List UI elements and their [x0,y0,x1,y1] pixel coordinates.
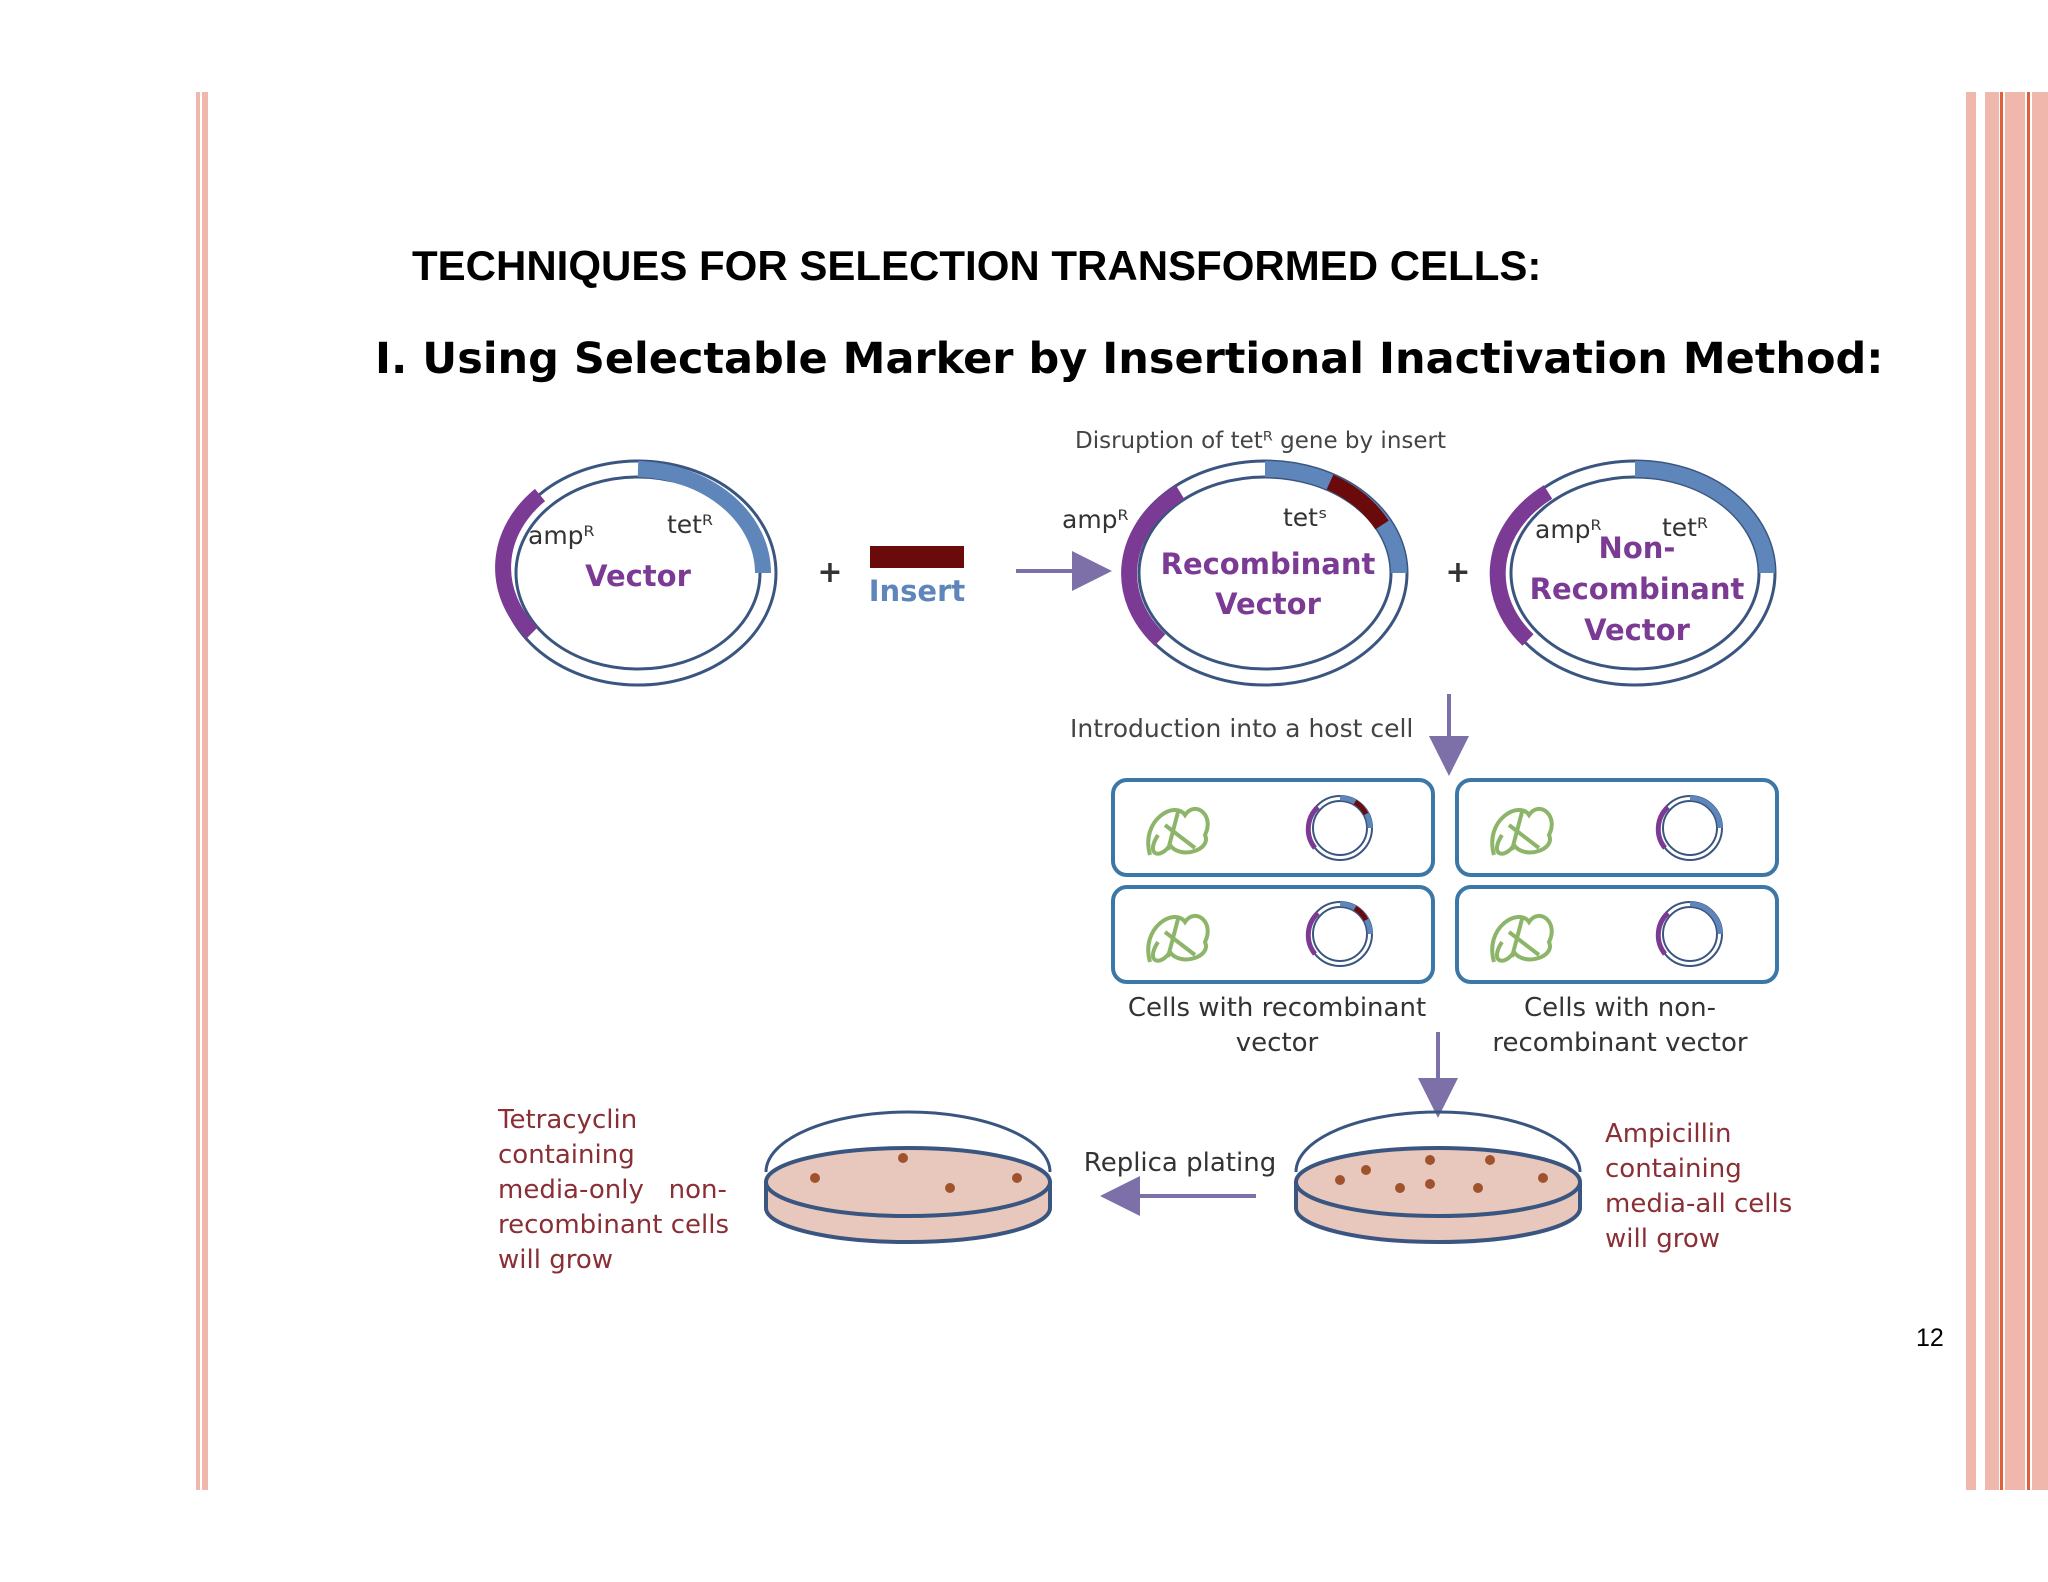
slide-title: TECHNIQUES FOR SELECTION TRANSFORMED CEL… [412,242,1542,289]
ampicillin-line-4: will grow [1605,1224,1720,1254]
tetracyclin-description: Tetracyclin containing media-only non- r… [497,1105,729,1275]
recombinant-label-line2: Vector [1215,587,1322,621]
plus-sign-1: + [817,555,842,590]
right-border-bar-4 [2005,92,2025,1490]
colony [945,1183,955,1193]
non-recombinant-label-line2: Recombinant [1530,572,1745,606]
recombinant-insert-segment [1326,474,1389,530]
right-border-bar-2 [1985,92,1999,1490]
cells-recombinant-label-line1: Cells with recombinant [1128,993,1426,1023]
recombinant-amp-label: ampᴿ [1062,505,1129,534]
colony [810,1173,820,1183]
colony [1425,1179,1435,1189]
insert-label: Insert [869,574,966,608]
tetracyclin-line-4: recombinant cells [498,1210,729,1240]
colony [1425,1155,1435,1165]
disruption-label: Disruption of tetᴿ gene by insert [1075,428,1446,454]
colony [1395,1183,1405,1193]
introduction-label: Introduction into a host cell [1070,714,1413,743]
tetracyclin-line-3: media-only non- [498,1175,727,1205]
host-cell-non-recombinant-2 [1455,885,1779,984]
host-cell-recombinant-1 [1111,778,1435,877]
vector-plasmid: ampᴿ tetᴿ Vector [495,459,778,687]
colony [1473,1183,1483,1193]
insert-fragment: Insert [869,546,966,608]
non-recombinant-tet-label: tetᴿ [1662,513,1708,542]
non-recombinant-tet-segment [1634,461,1775,574]
cells-recombinant-label-line2: vector [1236,1028,1319,1058]
vector-label: Vector [585,559,692,593]
non-recombinant-vector-plasmid: ampᴿ tetᴿ Non- Recombinant Vector [1489,459,1777,687]
tetracyclin-petri-dish [764,1110,1052,1244]
page-number: 12 [1916,1324,1944,1352]
cells-non-recombinant-label-line1: Cells with non- [1524,993,1716,1023]
replica-plating-label: Replica plating [1084,1148,1276,1178]
tetracyclin-line-2: containing [498,1140,635,1170]
chromosome-icon [1146,914,1210,963]
ampicillin-description: Ampicillin containing media-all cells wi… [1605,1119,1792,1254]
right-border-bar-5 [2027,92,2030,1490]
host-cell-non-recombinant-1 [1455,778,1779,877]
left-border-bar-outer [196,92,200,1490]
ampicillin-line-2: containing [1605,1154,1742,1184]
colony [1012,1173,1022,1183]
tetracyclin-line-5: will grow [498,1245,613,1275]
recombinant-tet-label: tetˢ [1283,503,1327,532]
left-border-bar-inner [202,92,208,1490]
non-recombinant-label-line1: Non- [1599,531,1676,565]
chromosome-icon [1490,914,1554,963]
vector-amp-label: ampᴿ [528,521,595,550]
host-cell-recombinant-2 [1111,885,1435,984]
chromosome-icon [1490,807,1554,856]
tetracyclin-line-1: Tetracyclin [497,1105,637,1135]
colony [1538,1173,1548,1183]
ampicillin-petri-dish [1294,1110,1582,1244]
slide-subtitle: I. Using Selectable Marker by Insertiona… [375,334,1884,384]
ampicillin-line-3: media-all cells [1605,1189,1792,1219]
ampicillin-line-1: Ampicillin [1605,1119,1732,1149]
recombinant-amp-segment [1121,485,1185,646]
colony [1485,1155,1495,1165]
colony [898,1153,908,1163]
non-recombinant-label-line3: Vector [1584,613,1691,647]
vector-tet-label: tetᴿ [667,510,713,539]
colony [1361,1165,1371,1175]
non-recombinant-amp-segment [1489,485,1553,646]
recombinant-label-line1: Recombinant [1161,547,1376,581]
non-recombinant-amp-label: ampᴿ [1535,515,1602,544]
amp-resistance-gene-segment [495,488,546,639]
plus-sign-2: + [1445,555,1470,590]
right-border-bar-6 [2032,92,2048,1490]
right-border-bar-3 [2000,92,2003,1490]
recombinant-vector-plasmid: ampᴿ tetˢ Recombinant Vector [1062,459,1409,687]
tet-resistance-gene-segment [637,461,771,574]
cells-non-recombinant-label-line2: recombinant vector [1492,1028,1747,1058]
right-border-bar-1 [1966,92,1976,1490]
chromosome-icon [1146,807,1210,856]
colony [1335,1175,1345,1185]
